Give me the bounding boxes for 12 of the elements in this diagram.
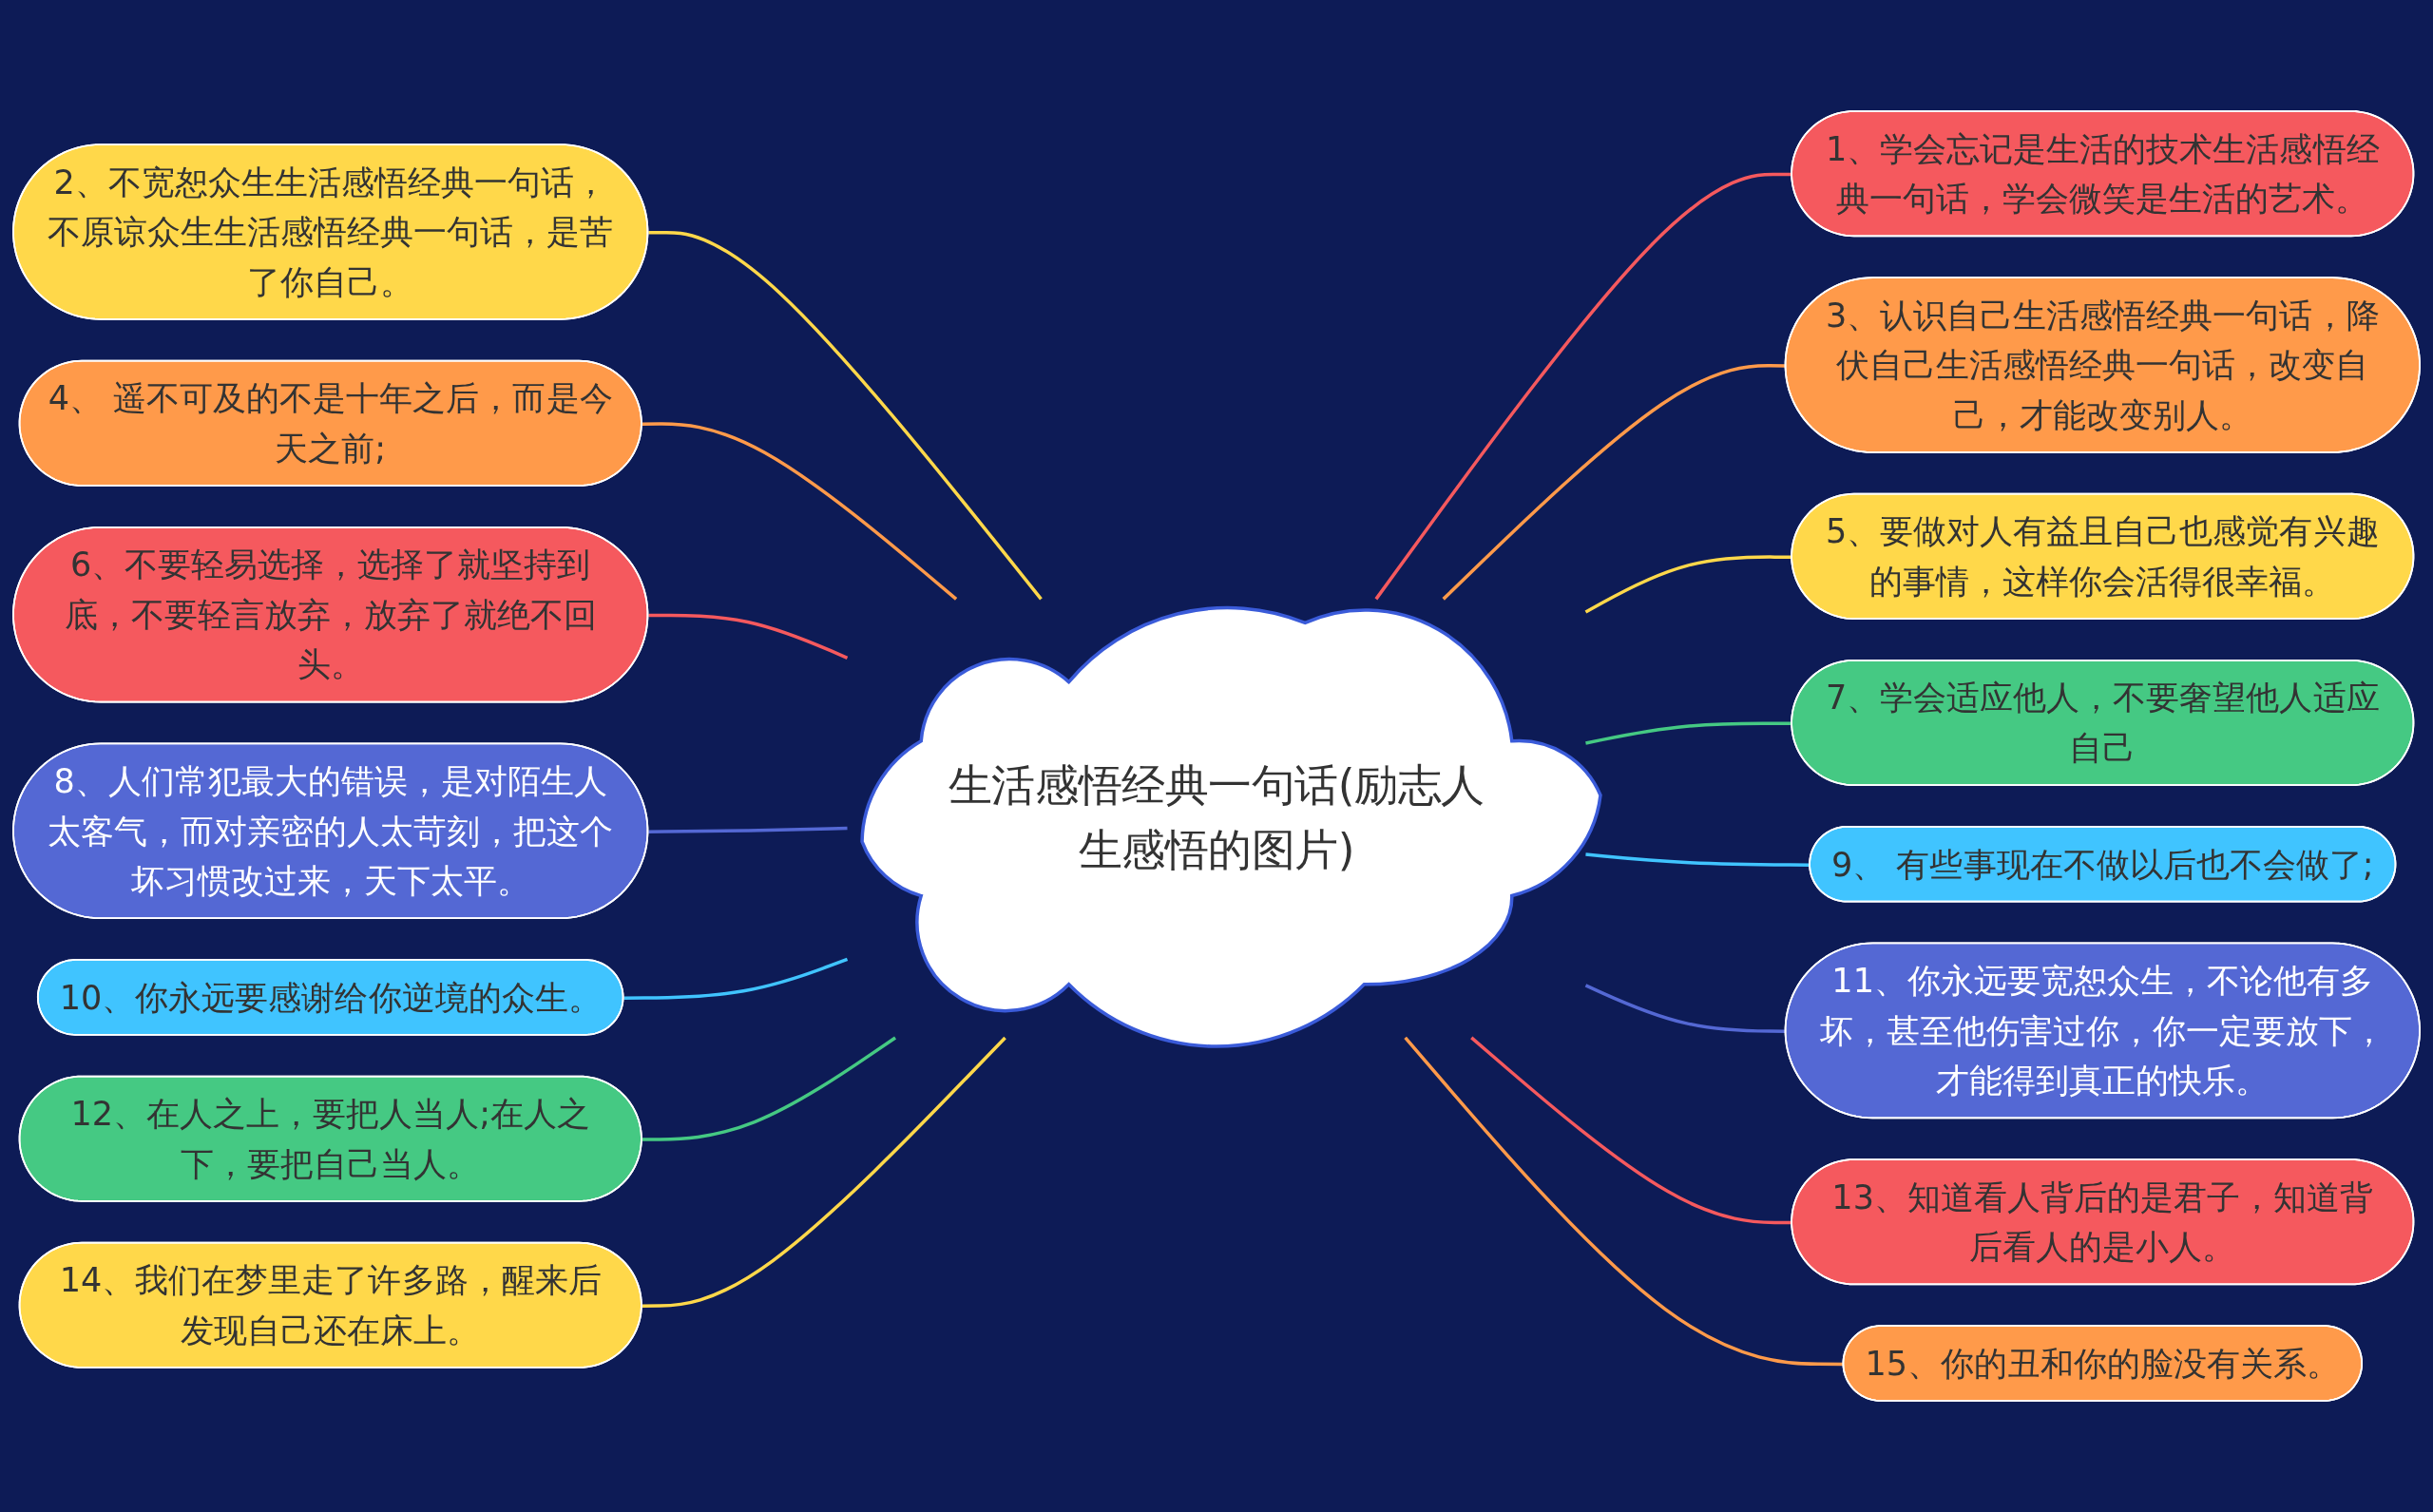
connector (1585, 852, 1810, 867)
connector (623, 957, 849, 1000)
connector (642, 422, 958, 601)
connector (648, 230, 1043, 601)
connector (1374, 172, 1792, 601)
connector (1470, 1036, 1792, 1225)
connector (1585, 721, 1792, 745)
connector (1584, 555, 1792, 614)
connector (648, 826, 848, 833)
connector (648, 613, 849, 660)
connector (642, 1036, 1006, 1308)
connector (642, 1036, 897, 1141)
